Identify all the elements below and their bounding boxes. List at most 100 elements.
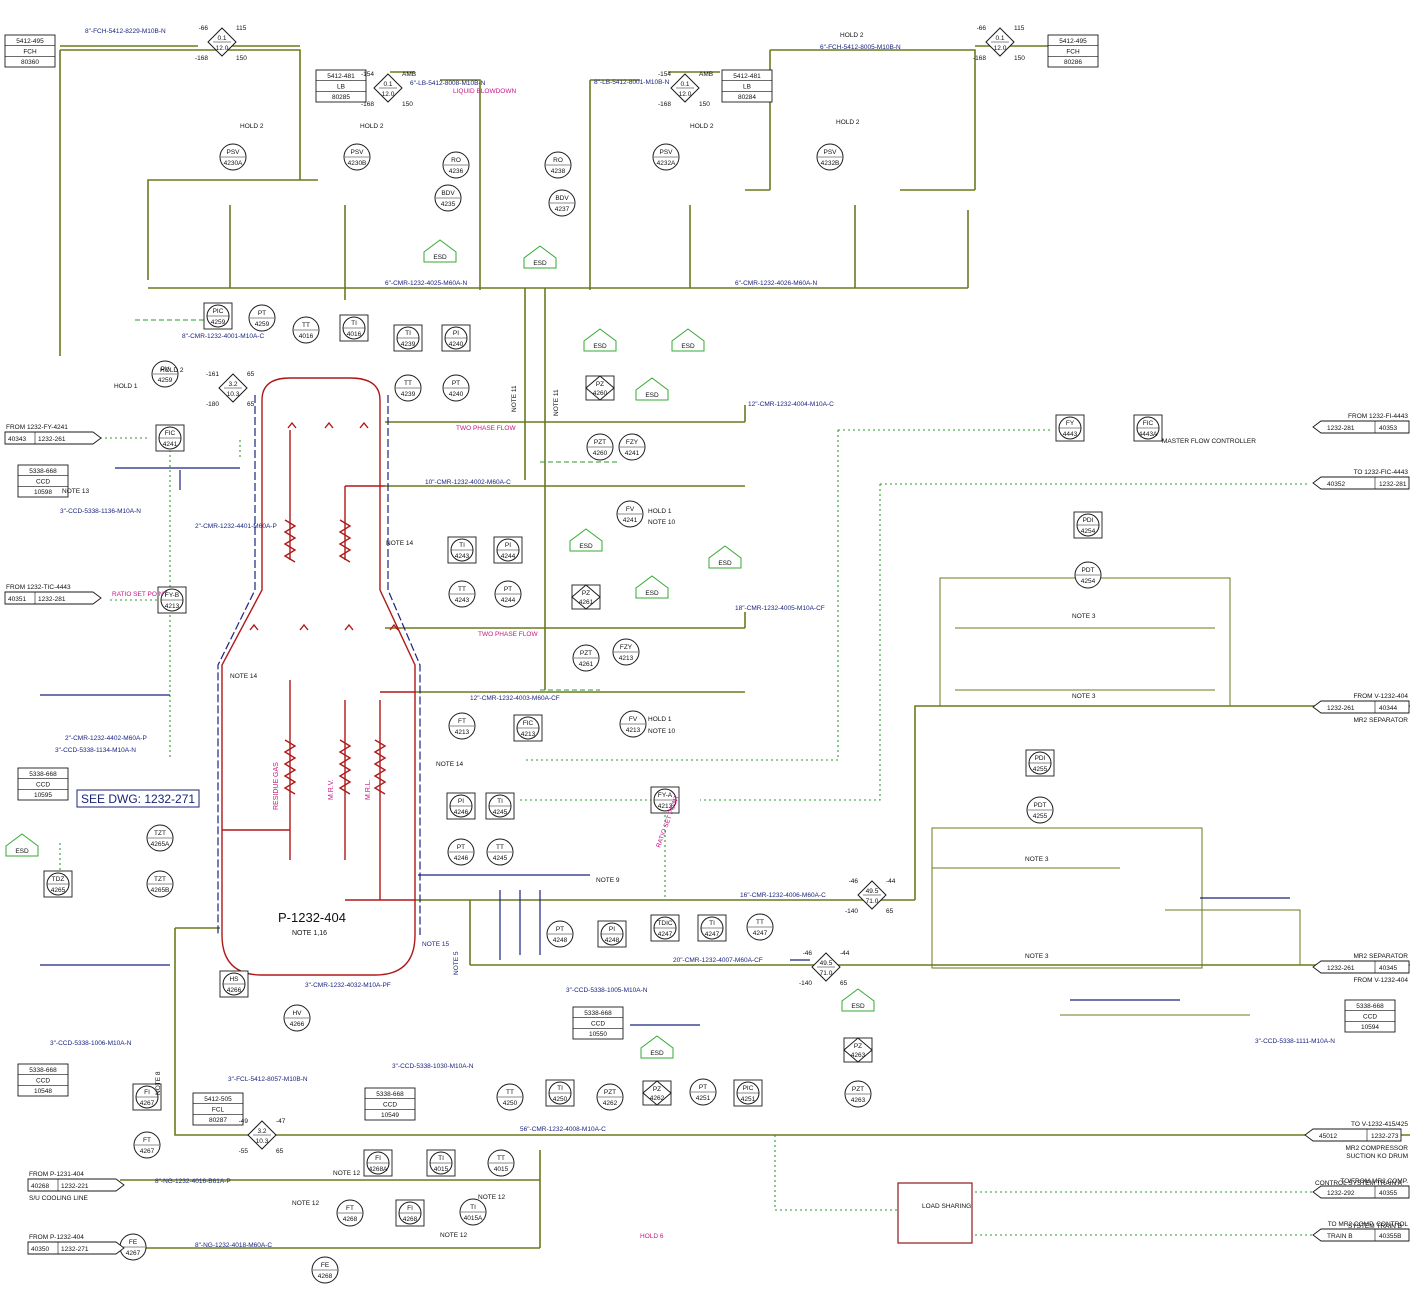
- connector-ref-b: 1232-221: [61, 1183, 89, 1190]
- bubble-tag: FV: [626, 506, 635, 513]
- hold6-label: HOLD 6: [640, 1233, 664, 1240]
- box-tag: FY-B: [165, 592, 179, 599]
- line-number: 10"-CMR-1232-4002-M60A-C: [425, 479, 511, 486]
- see-dwg-link[interactable]: SEE DWG: 1232-271: [81, 792, 195, 806]
